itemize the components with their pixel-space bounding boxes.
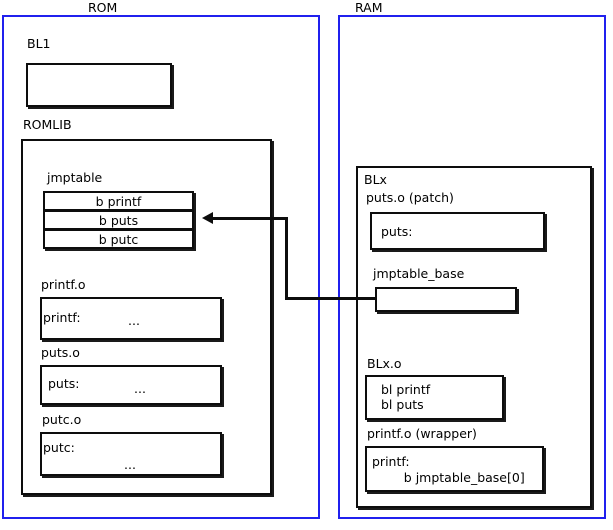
- puts-o-block: puts: ...: [40, 365, 222, 405]
- putc-o-caption: putc.o: [42, 412, 82, 427]
- puts-o-symbol: puts:: [48, 376, 80, 391]
- connector-arrowhead-icon: [202, 212, 213, 224]
- blx-o-line-bl-puts: bl puts: [381, 397, 424, 412]
- blx-o-line-bl-printf: bl printf: [381, 382, 431, 397]
- jmptable-base-block: [375, 287, 517, 312]
- printf-o-caption: printf.o: [41, 277, 86, 292]
- romlib-caption: ROMLIB: [23, 117, 72, 132]
- bl1-caption: BL1: [27, 36, 51, 51]
- jmptable-entry-printf: b printf: [43, 191, 194, 211]
- connector-segment-horizontal-lower: [285, 297, 377, 300]
- putc-o-body: ...: [124, 457, 136, 472]
- puts-o-caption: puts.o: [41, 345, 80, 360]
- printf-o-block: printf: ...: [40, 297, 222, 340]
- putc-o-block: putc: ...: [40, 432, 222, 476]
- rom-region-label: ROM: [88, 0, 118, 15]
- blx-caption: BLx: [364, 172, 387, 187]
- bl1-block: [26, 63, 172, 107]
- printf-o-wrapper-block: printf: b jmptable_base[0]: [365, 446, 544, 492]
- patch-puts-o-block: puts:: [370, 212, 545, 250]
- ram-region-label: RAM: [355, 0, 383, 15]
- blx-o-block: bl printf bl puts: [365, 375, 504, 420]
- printf-o-symbol: printf:: [43, 310, 81, 325]
- jmptable-base-caption: jmptable_base: [373, 266, 465, 281]
- patch-puts-o-caption: puts.o (patch): [366, 190, 454, 205]
- connector-segment-horizontal-upper: [212, 217, 288, 220]
- printf-o-wrapper-caption: printf.o (wrapper): [367, 426, 477, 441]
- jmptable-caption: jmptable: [47, 170, 103, 185]
- printf-wrapper-symbol: printf:: [372, 454, 410, 469]
- jmptable-entry-puts: b puts: [43, 210, 194, 230]
- printf-o-body: ...: [128, 313, 140, 328]
- blx-o-caption: BLx.o: [367, 356, 402, 371]
- connector-segment-vertical: [285, 217, 288, 300]
- patch-puts-symbol: puts:: [381, 224, 413, 239]
- printf-wrapper-branch: b jmptable_base[0]: [372, 470, 525, 485]
- putc-o-symbol: putc:: [43, 440, 75, 455]
- puts-o-body: ...: [134, 381, 146, 396]
- jmptable-entry-putc: b putc: [43, 229, 194, 249]
